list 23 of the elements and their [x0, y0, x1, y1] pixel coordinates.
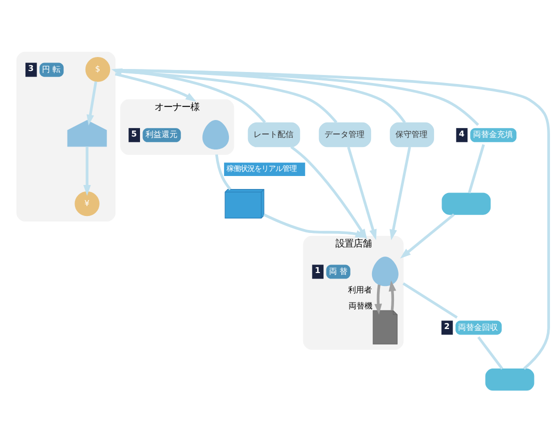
arrow [347, 146, 377, 240]
node-person [202, 120, 229, 149]
arrow [83, 146, 91, 196]
connector [115, 69, 338, 123]
connector [402, 282, 458, 318]
arrow [388, 280, 396, 310]
connector [468, 144, 485, 193]
arrow [111, 68, 550, 370]
node-bank [67, 119, 107, 146]
node-person [372, 256, 398, 286]
connector [115, 68, 480, 126]
node-truck [442, 192, 491, 214]
arrow [390, 146, 411, 240]
cluster [16, 51, 116, 222]
connector [477, 336, 504, 370]
arrow [114, 72, 196, 102]
arrow [400, 212, 455, 258]
connector [215, 154, 232, 190]
arrow [374, 284, 382, 314]
node-truck [485, 368, 534, 390]
arrow [290, 145, 368, 240]
arrow [263, 212, 366, 238]
arrow [86, 80, 98, 125]
